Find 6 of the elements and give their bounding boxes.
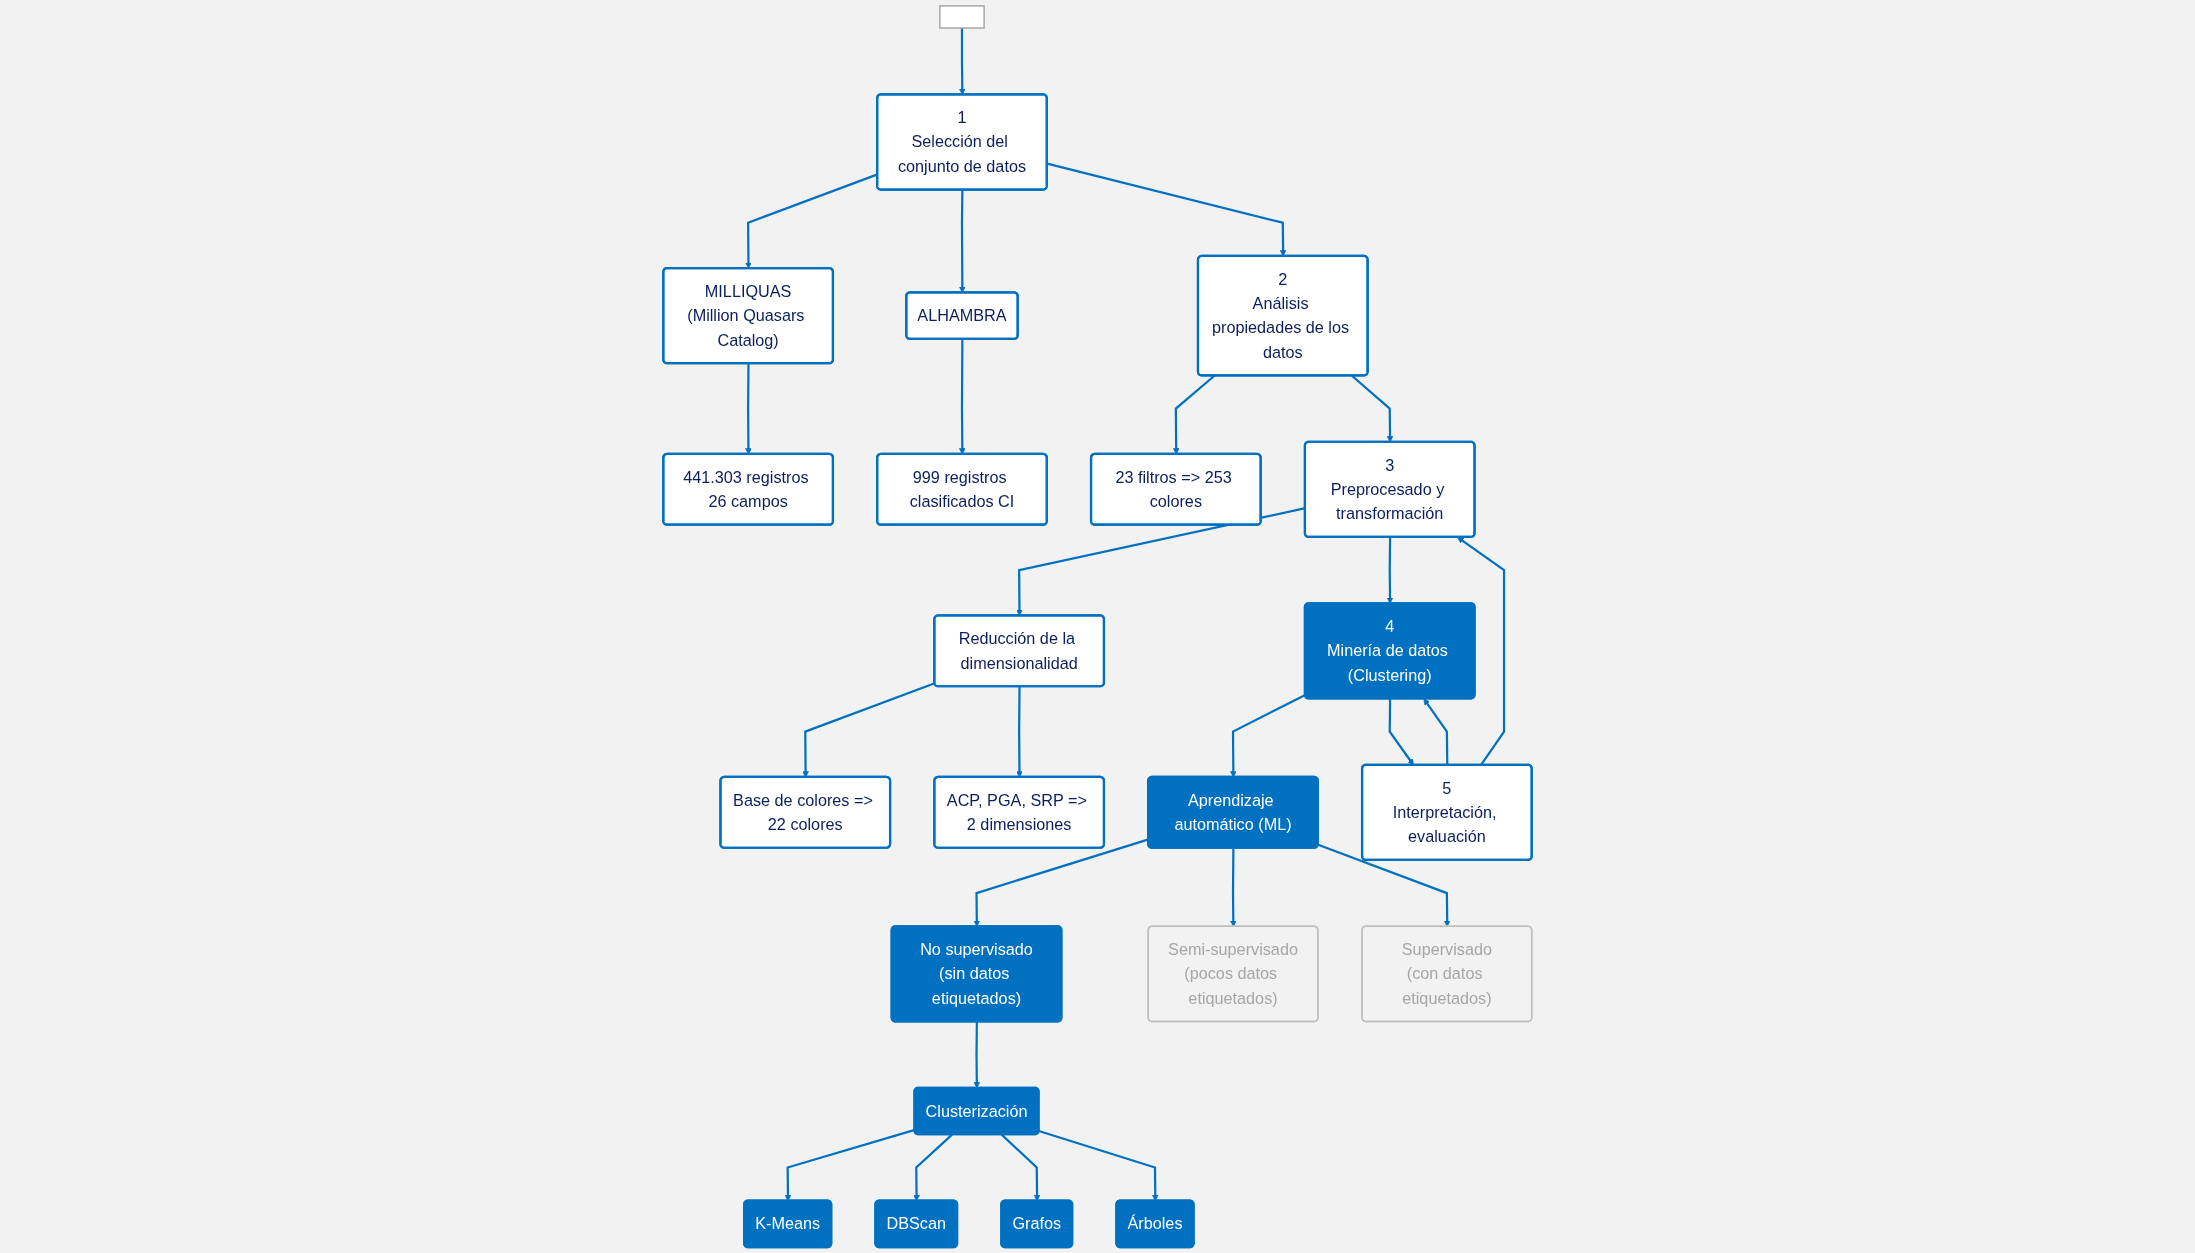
arrow — [1386, 537, 1394, 604]
arrow — [1317, 843, 1451, 927]
arrow — [745, 173, 878, 269]
arrow — [973, 838, 1149, 927]
arrow — [1230, 848, 1237, 927]
node-box — [939, 5, 985, 29]
